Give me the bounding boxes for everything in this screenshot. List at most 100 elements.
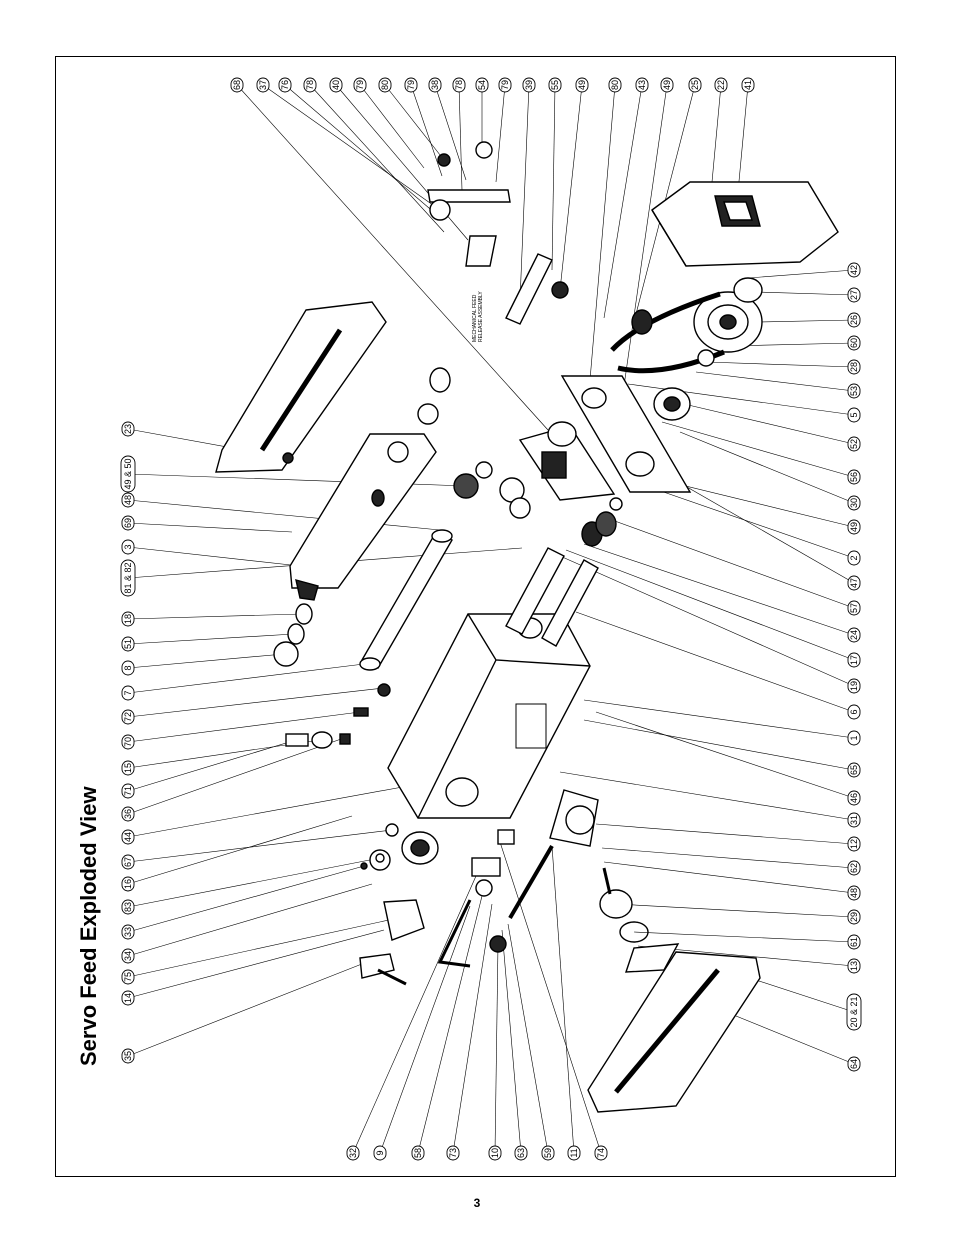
callout-label: 11	[569, 1148, 579, 1157]
callout-label: 52	[849, 439, 859, 449]
callout-right-6: 5	[847, 407, 861, 423]
leader-line	[737, 84, 749, 193]
callout-label: 3	[123, 544, 133, 549]
leader-line	[551, 845, 575, 1154]
lower-left-assembly-part	[359, 831, 439, 986]
callout-label: 24	[849, 630, 859, 640]
leader-line	[565, 549, 855, 661]
leader-line	[127, 815, 353, 885]
callout-label: 78	[454, 80, 464, 90]
callout-bubble	[120, 559, 136, 597]
leader-line	[127, 633, 295, 645]
callout-label: 68	[232, 80, 242, 90]
leader-line	[559, 771, 855, 821]
callout-label: 71	[123, 786, 133, 796]
callout-top-6: 80	[378, 77, 392, 93]
callout-left-20: 34	[121, 948, 135, 964]
callout-label: 65	[849, 765, 859, 775]
callout-bottom-6: 59	[541, 1145, 555, 1161]
callout-bubble	[847, 790, 861, 806]
callout-label: 75	[123, 972, 133, 982]
callout-bubble	[452, 77, 466, 93]
callout-right-8: 56	[847, 469, 861, 485]
leader-line	[499, 841, 602, 1154]
top-cover-part	[651, 181, 839, 267]
callout-top-5: 79	[353, 77, 367, 93]
callout-bubble	[121, 854, 135, 870]
callout-bubble	[121, 611, 135, 627]
leader-line	[623, 84, 668, 387]
callout-label: 36	[123, 809, 133, 819]
callout-right-1: 27	[847, 287, 861, 303]
callout-bubble	[847, 469, 861, 485]
callout-left-5: 81 & 82	[120, 559, 136, 597]
leader-line	[359, 84, 425, 169]
callout-top-4: 40	[329, 77, 343, 93]
callout-top-20: 41	[741, 77, 755, 93]
callout-top-19: 22	[714, 77, 728, 93]
diagram-frame	[55, 56, 896, 1177]
belt-pulley-part	[610, 277, 763, 374]
callout-right-7: 52	[847, 436, 861, 452]
callout-label: 81 & 82	[123, 562, 133, 593]
handwheel-part	[599, 867, 649, 943]
callout-label: 33	[123, 927, 133, 937]
callout-label: 60	[849, 338, 859, 348]
callout-label: 15	[123, 763, 133, 773]
callout-right-28: 20 & 21	[846, 993, 862, 1031]
callout-bubble	[411, 1145, 425, 1161]
leader-line	[519, 84, 530, 301]
leader-line	[127, 785, 409, 838]
callout-label: 72	[123, 712, 133, 722]
callout-bubble	[329, 77, 343, 93]
callout-top-12: 39	[522, 77, 536, 93]
subassembly-label-line-2: RELEASE ASSEMBLY	[478, 291, 484, 342]
callout-right-5: 53	[847, 383, 861, 399]
callout-bubble	[121, 806, 135, 822]
callout-label: 14	[123, 993, 133, 1003]
callout-label: 53	[849, 386, 859, 396]
leader-line	[661, 421, 855, 478]
leader-line	[633, 931, 855, 943]
callout-bubble	[346, 1145, 360, 1161]
leader-line	[759, 319, 855, 323]
callout-bubble	[714, 77, 728, 93]
callout-bubble	[847, 909, 861, 925]
callout-bubble	[847, 1056, 861, 1072]
leader-line	[603, 84, 643, 319]
callout-label: 34	[123, 951, 133, 961]
callout-bubble	[121, 969, 135, 985]
callout-label: 7	[123, 690, 133, 695]
callout-label: 10	[490, 1148, 500, 1158]
callout-left-3: 69	[121, 515, 135, 531]
callout-right-16: 19	[847, 678, 861, 694]
callout-label: 5	[849, 412, 859, 417]
callout-label: 83	[123, 902, 133, 912]
callout-label: 39	[524, 80, 534, 90]
callout-right-29: 64	[847, 1056, 861, 1072]
callout-bubble	[575, 77, 589, 93]
leader-line	[127, 522, 293, 533]
feed-release-assembly-part	[427, 141, 569, 325]
leader-line	[611, 519, 855, 609]
callout-right-21: 31	[847, 812, 861, 828]
callout-left-17: 16	[121, 876, 135, 892]
callout-label: 32	[348, 1148, 358, 1158]
callout-label: 63	[516, 1148, 526, 1158]
leader-line	[755, 291, 855, 296]
leader-line	[127, 737, 345, 815]
callout-label: 44	[123, 832, 133, 842]
leader-line	[236, 84, 549, 431]
callout-bubble	[847, 436, 861, 452]
leader-line	[452, 903, 493, 1154]
callout-bubble	[847, 383, 861, 399]
callout-bubble	[121, 660, 135, 676]
callout-label: 12	[849, 839, 859, 849]
callout-bubble	[847, 958, 861, 974]
callout-bubble	[847, 762, 861, 778]
callout-label: 27	[849, 290, 859, 300]
parts-art	[215, 141, 839, 1113]
callout-label: 40	[331, 80, 341, 90]
